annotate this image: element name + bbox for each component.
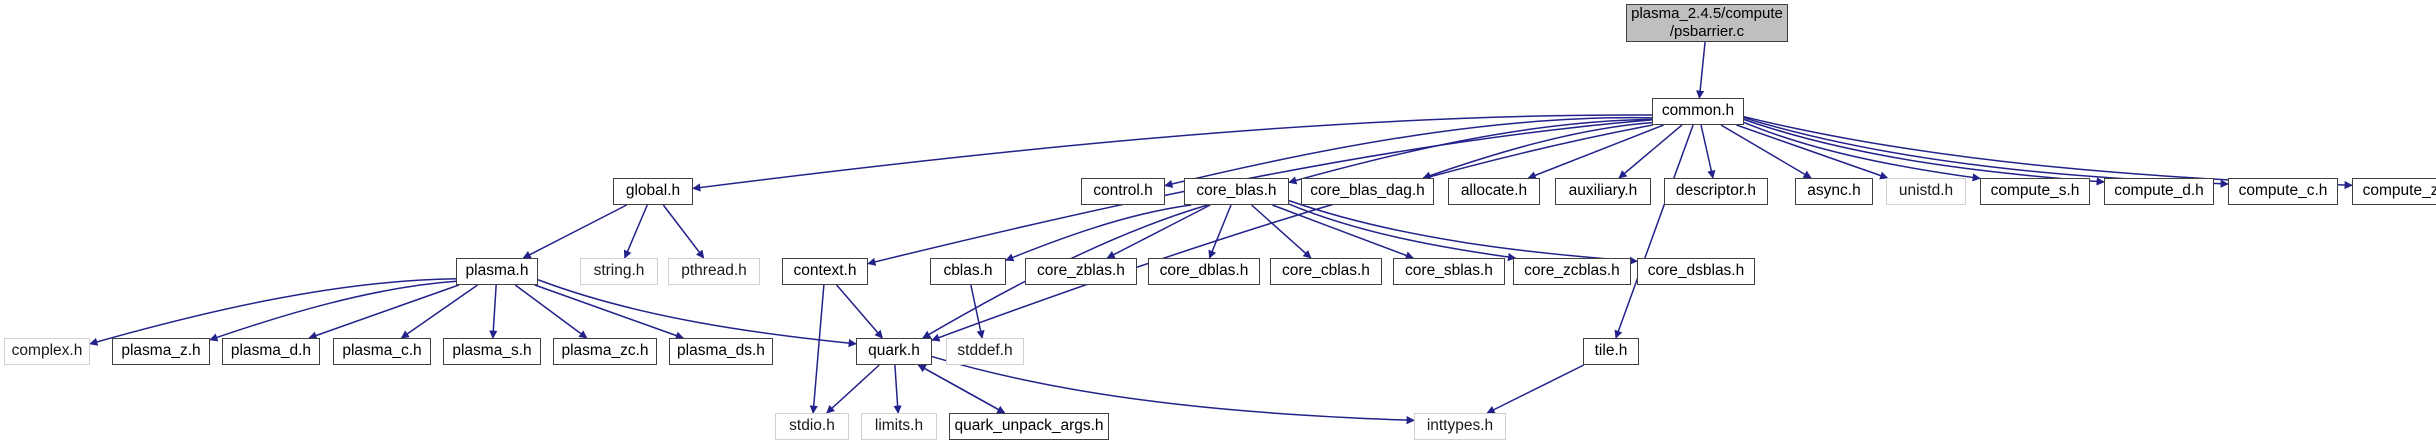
graph-edge-common-to-quark [931,124,1653,342]
graph-node-plasma_d[interactable]: plasma_d.h [222,338,320,365]
graph-node-core_dsblas[interactable]: core_dsblas.h [1637,258,1755,285]
graph-edge-quark-to-inttypes [931,355,1415,425]
graph-node-control[interactable]: control.h [1081,178,1165,205]
graph-edge-plasma-to-plasma_s [489,284,498,339]
graph-node-async[interactable]: async.h [1795,178,1873,205]
graph-edge-plasma-to-complex [89,278,457,346]
graph-edge-common-to-compute_d [1743,118,2105,186]
graph-node-limits[interactable]: limits.h [861,413,937,440]
graph-edge-quark-to-limits [893,364,902,414]
graph-node-core_dblas[interactable]: core_dblas.h [1148,258,1260,285]
graph-node-descriptor[interactable]: descriptor.h [1664,178,1768,205]
graph-node-quark_unpack_args[interactable]: quark_unpack_args.h [949,413,1109,440]
graph-node-plasma[interactable]: plasma.h [456,258,538,285]
graph-node-core_blas_dag[interactable]: core_blas_dag.h [1301,178,1434,205]
graph-node-stddef[interactable]: stddef.h [946,338,1024,365]
graph-edge-common-to-descriptor [1700,124,1716,179]
graph-node-core_blas[interactable]: core_blas.h [1184,178,1289,205]
graph-edge-common-to-core_blas_dag [1422,121,1653,180]
graph-node-context[interactable]: context.h [782,258,868,285]
graph-edge-cblas-to-stddef [970,284,985,339]
graph-node-inttypes[interactable]: inttypes.h [1414,413,1506,440]
graph-edge-core_blas-to-cblas [1005,204,1192,262]
graph-edge-common-to-async [1720,124,1812,179]
graph-node-compute_z[interactable]: compute_z.h [2352,178,2436,205]
graph-edge-quark_unpack_args-to-quark [917,364,1006,414]
graph-edge-global-to-pthread [662,204,705,259]
graph-edge-common-to-compute_z [1743,115,2353,190]
graph-node-plasma_ds[interactable]: plasma_ds.h [669,338,773,365]
graph-edge-quark-to-quark_unpack_args [917,364,1006,414]
graph-edge-plasma-to-plasma_d [308,284,460,340]
graph-edge-plasma-to-plasma_z [209,280,457,342]
graph-node-quark[interactable]: quark.h [856,338,932,365]
graph-edge-core_blas-to-core_zblas [1106,204,1211,259]
graph-edge-global-to-string [623,204,648,259]
graph-edge-core_blas-to-core_dsblas [1288,199,1638,265]
graph-edge-quark-to-stdio [826,364,880,414]
graph-edge-plasma-to-plasma_zc [514,284,588,339]
graph-edge-core_blas-to-core_cblas [1251,204,1312,259]
graph-node-plasma_z[interactable]: plasma_z.h [112,338,210,365]
graph-edge-common-to-compute_s [1743,121,1981,182]
graph-node-compute_c[interactable]: compute_c.h [2228,178,2338,205]
graph-node-compute_s[interactable]: compute_s.h [1980,178,2090,205]
graph-node-core_cblas[interactable]: core_cblas.h [1270,258,1382,285]
graph-edge-plasma-to-plasma_ds [534,284,684,340]
graph-edge-core_blas-to-core_dblas [1208,204,1232,259]
graph-edge-plasma-to-quark [537,279,857,348]
graph-edge-core_blas-to-core_zcblas [1288,203,1517,262]
graph-node-global[interactable]: global.h [613,178,693,205]
graph-edge-psbarrier-to-common [1696,41,1706,99]
graph-edge-common-to-compute_c [1743,117,2229,188]
graph-node-psbarrier[interactable]: plasma_2.4.5/compute /psbarrier.c [1626,4,1788,42]
graph-node-pthread[interactable]: pthread.h [668,258,760,285]
graph-node-stdio[interactable]: stdio.h [775,413,849,440]
graph-node-unistd[interactable]: unistd.h [1886,178,1966,205]
graph-node-compute_d[interactable]: compute_d.h [2104,178,2214,205]
graph-node-common[interactable]: common.h [1652,98,1744,125]
graph-node-plasma_zc[interactable]: plasma_zc.h [553,338,657,365]
graph-edge-context-to-stdio [809,284,825,414]
graph-edge-common-to-unistd [1736,124,1889,180]
graph-edge-common-to-auxiliary [1618,124,1683,179]
graph-node-cblas[interactable]: cblas.h [930,258,1006,285]
graph-edge-plasma-to-plasma_c [400,284,479,339]
graph-edge-common-to-tile [1614,124,1694,339]
graph-node-complex[interactable]: complex.h [4,338,90,365]
graph-node-core_zcblas[interactable]: core_zcblas.h [1513,258,1631,285]
graph-edge-core_blas-to-core_sblas [1272,204,1414,260]
graph-node-string[interactable]: string.h [580,258,658,285]
graph-node-core_sblas[interactable]: core_sblas.h [1393,258,1505,285]
graph-node-plasma_s[interactable]: plasma_s.h [443,338,541,365]
graph-edge-common-to-allocate [1527,124,1664,180]
graph-node-tile[interactable]: tile.h [1583,338,1639,365]
graph-edge-tile-to-inttypes [1486,364,1585,414]
graph-node-core_zblas[interactable]: core_zblas.h [1025,258,1137,285]
graph-node-allocate[interactable]: allocate.h [1448,178,1540,205]
graph-edge-common-to-core_blas [1288,118,1653,185]
graph-edge-global-to-plasma [522,204,628,259]
graph-node-plasma_c[interactable]: plasma_c.h [333,338,431,365]
graph-node-auxiliary[interactable]: auxiliary.h [1555,178,1651,205]
graph-edge-common-to-control [1164,116,1653,188]
graph-edge-context-to-quark [836,284,883,339]
